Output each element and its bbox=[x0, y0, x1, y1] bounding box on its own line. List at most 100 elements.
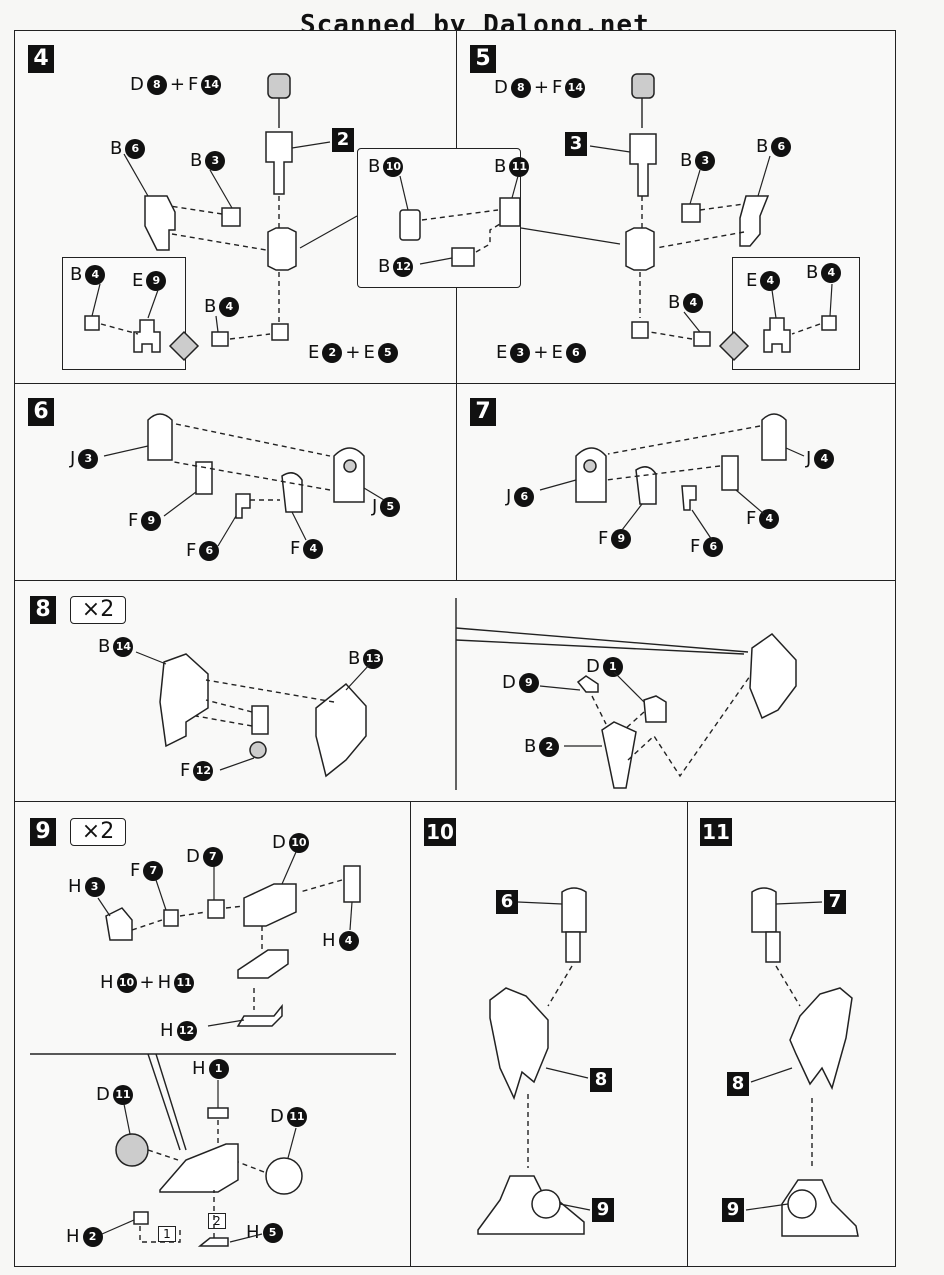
leg-armor-part bbox=[749, 633, 797, 720]
foot-upper-part bbox=[243, 883, 297, 927]
hinge-piece-part bbox=[235, 493, 251, 519]
small-connector-part bbox=[84, 315, 100, 331]
step-number-8: 8 bbox=[30, 596, 56, 624]
figure-part bbox=[763, 317, 791, 353]
leg-armor-assembly-part bbox=[789, 987, 853, 1091]
shoulder-shell-part bbox=[147, 413, 173, 461]
neck-joint-part bbox=[631, 73, 655, 99]
upper-body-part bbox=[629, 133, 657, 197]
panel-step-6 bbox=[14, 383, 457, 581]
small-connector-part bbox=[821, 315, 837, 331]
small-cover-part bbox=[105, 907, 133, 941]
joint-piece-part bbox=[195, 461, 213, 495]
figure-part bbox=[133, 319, 161, 353]
leg-frame-part bbox=[159, 653, 209, 748]
ref-box-9: 9 bbox=[722, 1198, 744, 1222]
foot-assembly-part bbox=[477, 1175, 585, 1235]
step-5-detail-inset bbox=[732, 257, 860, 370]
disc-part bbox=[265, 1157, 303, 1195]
step-number-10: 10 bbox=[424, 818, 456, 846]
small-connector-part bbox=[693, 331, 711, 347]
foot-sole-part bbox=[236, 1003, 283, 1027]
joint-block-part bbox=[631, 321, 649, 339]
order-tag: 2 bbox=[208, 1213, 226, 1229]
step-number-6: 6 bbox=[28, 398, 54, 426]
peg-part bbox=[251, 705, 269, 735]
torso-piece-part bbox=[399, 209, 421, 241]
step-4-detail-inset bbox=[62, 257, 186, 370]
foot-lower-part bbox=[237, 949, 289, 979]
ref-box-7: 7 bbox=[824, 890, 846, 914]
leg-armor-part bbox=[315, 682, 367, 778]
ref-box-8: 8 bbox=[727, 1072, 749, 1096]
shoulder-joint-part bbox=[565, 931, 581, 963]
hinge-piece-part bbox=[681, 485, 697, 511]
side-armor-part bbox=[144, 195, 176, 251]
pin-part bbox=[163, 909, 179, 927]
orientation-marker-icon bbox=[718, 330, 750, 362]
small-cube-part bbox=[133, 1211, 149, 1225]
base-block-part bbox=[451, 247, 475, 267]
arm-joint-part bbox=[635, 466, 657, 505]
shoulder-assembly-part bbox=[561, 887, 587, 933]
ref-box-3: 3 bbox=[565, 132, 587, 156]
toe-armor-part bbox=[601, 721, 637, 789]
side-armor-part bbox=[739, 195, 770, 247]
neck-joint-part bbox=[267, 73, 291, 99]
panel-step-7 bbox=[456, 383, 896, 581]
ref-box-2: 2 bbox=[332, 128, 354, 152]
step-number-9: 9 bbox=[30, 818, 56, 846]
step-number-4: 4 bbox=[28, 45, 54, 73]
small-block-part bbox=[643, 695, 667, 723]
small-tab-part bbox=[207, 1107, 229, 1119]
small-connector-part bbox=[211, 331, 229, 347]
quantity-multiplier-step-8: ×2 bbox=[70, 596, 126, 624]
upper-body-part bbox=[265, 131, 293, 195]
panel-step-10 bbox=[410, 801, 688, 1267]
small-plate-part bbox=[221, 207, 241, 227]
foot-assembly-part bbox=[159, 1143, 239, 1193]
shoulder-shell-part bbox=[761, 413, 787, 461]
foot-side-part bbox=[343, 865, 361, 903]
ref-box-9: 9 bbox=[592, 1198, 614, 1222]
step-number-5: 5 bbox=[470, 45, 496, 73]
torso-core-part bbox=[625, 227, 655, 271]
shoulder-cap-part bbox=[575, 447, 607, 503]
